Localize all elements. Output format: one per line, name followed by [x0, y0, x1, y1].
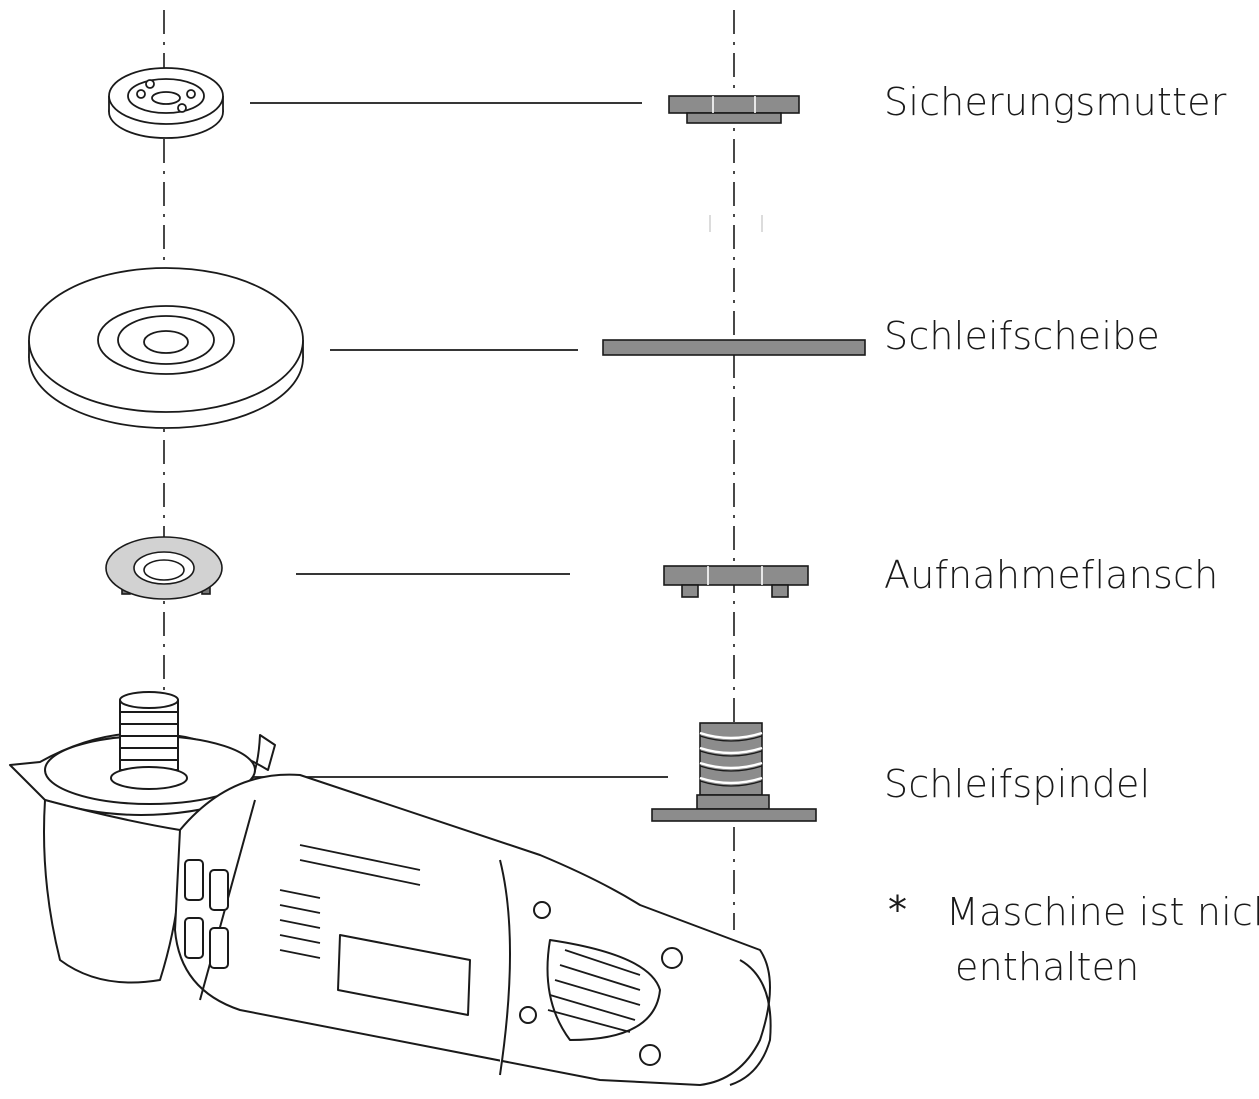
grinding-spindle-section — [651, 722, 817, 822]
grinding-disc-perspective — [28, 267, 304, 429]
grinding-disc-section — [602, 339, 866, 356]
label-locking-nut: Sicherungsmutter — [884, 80, 1227, 124]
locking-nut-section — [668, 95, 800, 124]
note-text-line-1: Maschine ist nicht — [946, 890, 1259, 934]
mounting-flange-section — [663, 565, 809, 598]
note-text-line-2: enthalten — [955, 945, 1140, 989]
label-grinding-spindle: Schleifspindel — [884, 762, 1151, 806]
axis-marks — [709, 215, 763, 232]
label-mounting-flange: Aufnahmeflansch — [884, 553, 1219, 597]
note-asterisk: * — [888, 888, 907, 932]
label-grinding-disc: Schleifscheibe — [884, 314, 1160, 358]
locking-nut-perspective — [108, 67, 224, 139]
leader-lines — [170, 102, 668, 778]
mounting-flange-perspective — [105, 536, 223, 600]
angle-grinder-illustration — [9, 691, 772, 1086]
